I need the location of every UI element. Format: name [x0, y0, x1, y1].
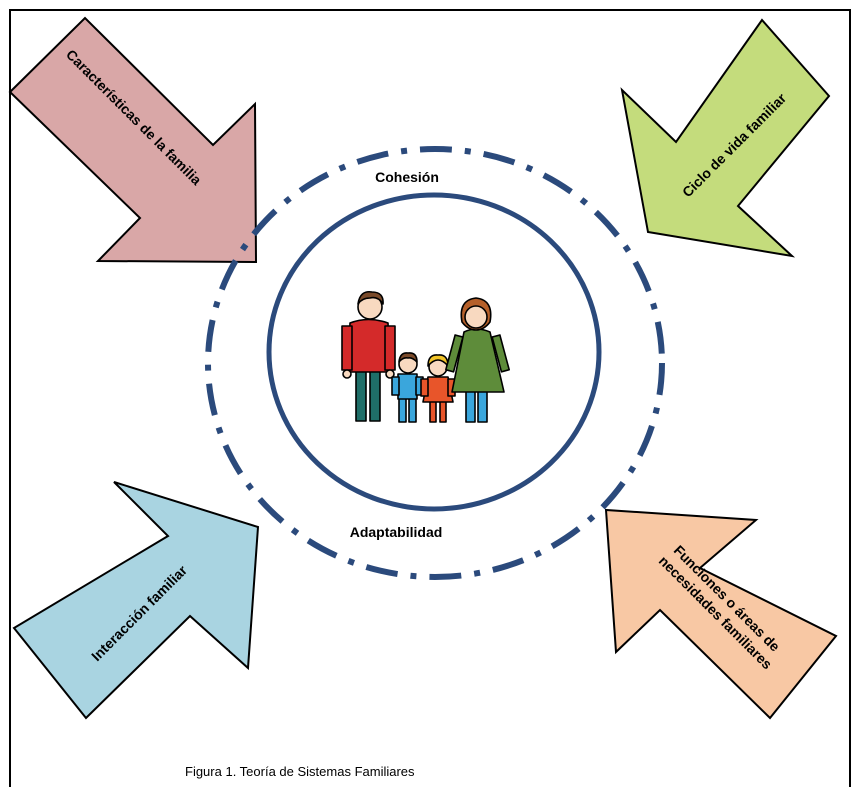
cohesion-label: Cohesión: [375, 169, 439, 185]
boy-figure: [391, 352, 424, 423]
adaptabilidad-label: Adaptabilidad: [350, 524, 443, 540]
outer-ring-cohesion: [205, 146, 665, 580]
figure-frame: [9, 9, 851, 787]
figure-caption: Figura 1. Teoría de Sistemas Familiares: [185, 764, 415, 779]
family-illustration: [341, 290, 510, 423]
mother-figure: [445, 297, 510, 423]
arrow-ciclo-vida: Ciclo de vida familiar: [620, 18, 831, 258]
arrow-caracteristicas: Características de la familia: [8, 16, 258, 264]
inner-ring-adaptabilidad: [266, 192, 602, 512]
girl-figure: [420, 354, 456, 423]
arrow-interaccion: Interacción familiar: [12, 481, 260, 720]
father-figure: [341, 290, 396, 422]
arrow-funciones: Funciones o áreas de necesidades familia…: [604, 508, 838, 720]
